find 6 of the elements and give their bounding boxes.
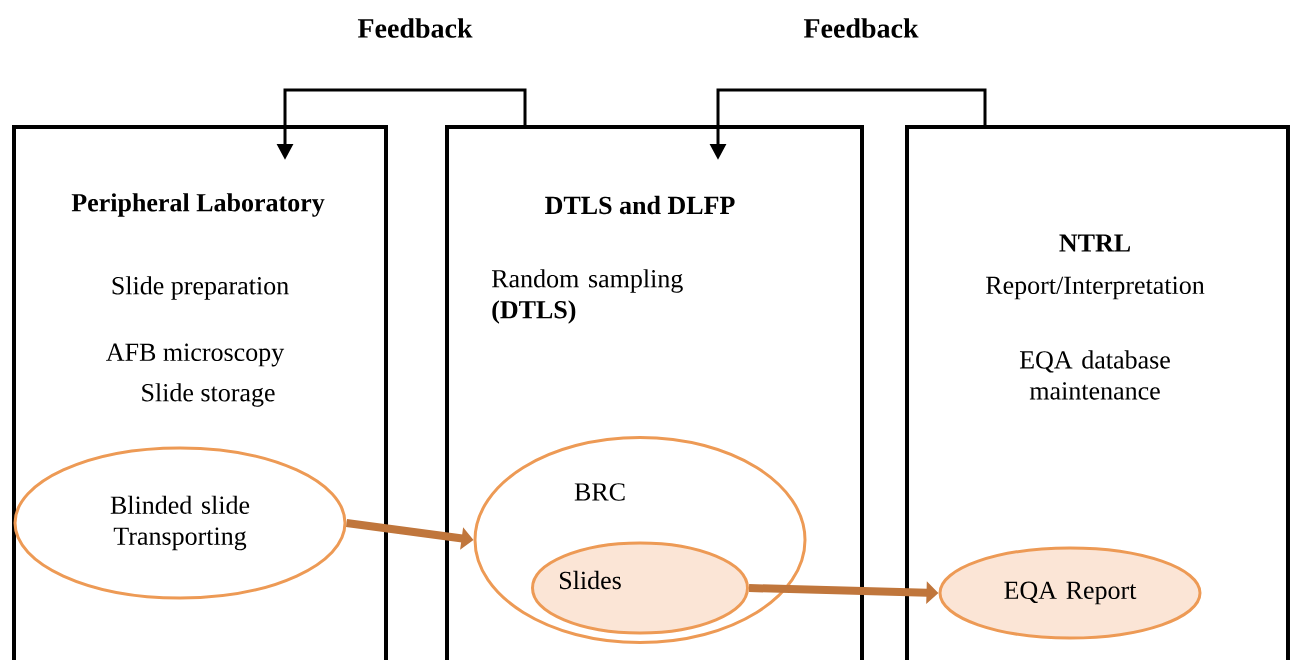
- node-label: Slide preparation: [112, 276, 289, 300]
- node-label: AFB microscopy: [106, 343, 285, 367]
- node-label: Peripheral Laboratory: [71, 193, 325, 217]
- node-label: Slide storage: [142, 383, 275, 407]
- edge-label: Feedback: [355, 16, 475, 40]
- edge-label: Feedback: [801, 16, 921, 40]
